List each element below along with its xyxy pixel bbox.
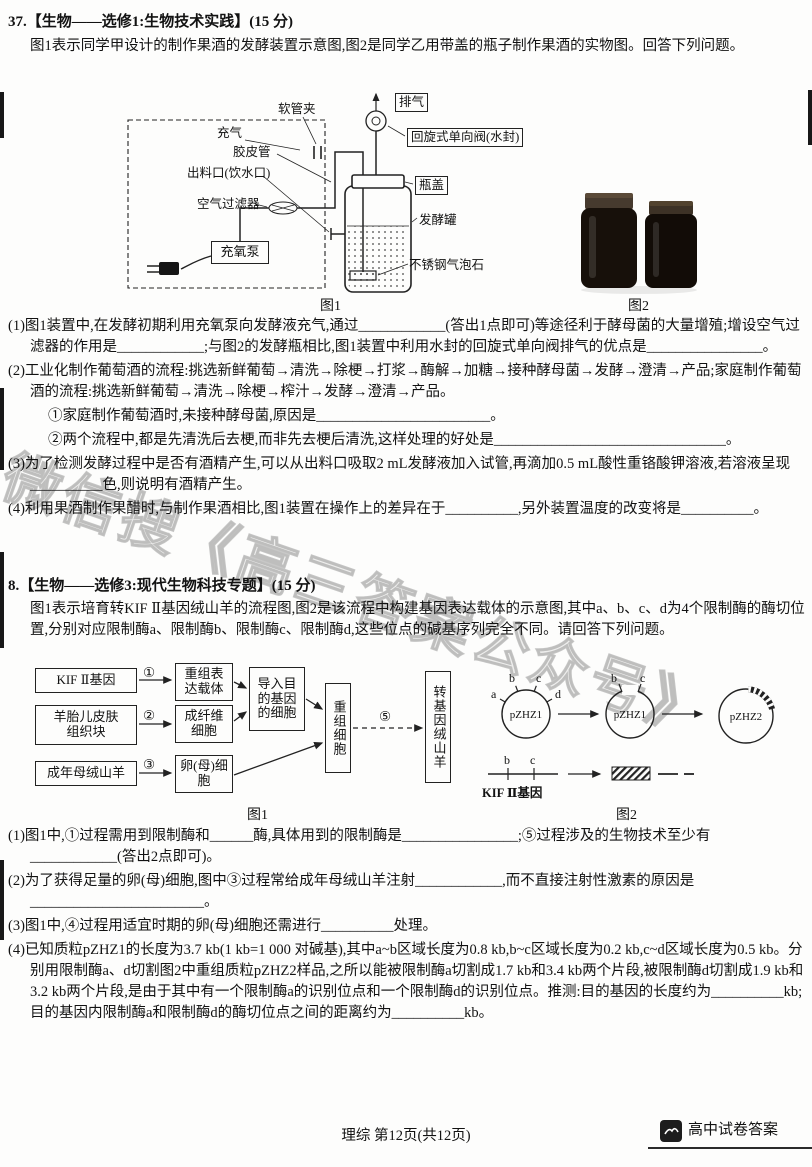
- kif-gene-label: KIF Ⅱ基因: [482, 786, 543, 800]
- q8-item-2: (2)为了获得足量的卵(母)细胞,图中③过程常给成年母绒山羊注射________…: [8, 873, 695, 911]
- plasmid-3-recombinant: pZHZ2: [718, 686, 775, 744]
- flow-box-goat-label: 成年母绒山羊: [46, 765, 125, 781]
- power-plug: [147, 255, 212, 275]
- q37-figure2-photo: [577, 180, 709, 295]
- plasmid-2-name: pZHZ1: [614, 709, 646, 721]
- footer-underline: [648, 1147, 812, 1149]
- q37-items: (1)图1装置中,在发酵初期利用充氧泵向发酵液充气,通过____________…: [8, 316, 805, 523]
- q8-figure1-caption: 图1: [247, 808, 268, 823]
- scan-artifact-left-4: [0, 860, 4, 940]
- plasmid-1-name: pZHZ1: [510, 709, 542, 721]
- label-exhaust: 排气: [395, 93, 429, 112]
- q37-figure1-caption: 图1: [320, 299, 341, 314]
- flow-box-fibroblast: 成纤维细胞: [175, 705, 233, 743]
- scan-artifact-left-1: [0, 92, 4, 138]
- footer-brand-text: 高中试卷答案: [688, 1122, 779, 1139]
- jar-right: [645, 201, 697, 288]
- air-filter-symbol: [268, 201, 298, 215]
- fermenter-bottle: [330, 174, 412, 293]
- q37-item-1: (1)图1装置中,在发酵初期利用充氧泵向发酵液充气,通过____________…: [8, 318, 800, 356]
- rotary-valve: [365, 92, 387, 175]
- flow-box-vector: 重组表达载体: [175, 663, 233, 701]
- step-5-marker: ⑤: [379, 709, 392, 724]
- q8-item-4: (4)已知质粒pZHZ1的长度为3.7 kb(1 kb=1 000 对碱基),其…: [8, 942, 804, 1022]
- jar-shadow: [581, 286, 697, 294]
- q8-figure2-caption: 图2: [616, 808, 637, 823]
- q8-figure2-plasmids: a b c d pZHZ1 b c pZHZ1 pZHZ2: [478, 652, 810, 812]
- q37-item-4: (4)利用果酒制作果醋时,与制作果酒相比,图1装置在操作上的差异在于______…: [8, 501, 769, 518]
- scan-artifact-left-3: [0, 552, 4, 648]
- cut-site-b-label: b: [611, 671, 617, 685]
- site-a-label: a: [491, 687, 497, 701]
- flow-arrow-lines: [139, 676, 424, 777]
- gene-site-c-label: c: [530, 753, 535, 767]
- q37-item-2a: ①家庭制作葡萄酒时,未接种酵母菌,原因是____________________…: [48, 408, 505, 425]
- label-outlet: 出料口(饮水口): [187, 166, 271, 180]
- dashed-enclosure: [127, 119, 326, 289]
- label-air-filter: 空气过滤器: [197, 197, 260, 211]
- oxygen-pump-box: 充氧泵: [211, 241, 269, 264]
- flow-box-introduced-cell: 导入目的基因的细胞: [249, 667, 305, 731]
- step-1-marker: ①: [143, 665, 156, 680]
- q37-header: 37.【生物——选修1:生物技术实践】(15 分): [8, 14, 293, 30]
- q8-item-3: (3)图1中,④过程用适宜时期的卵(母)细胞还需进行__________处理。: [8, 918, 437, 935]
- label-bubble-stone: 不锈钢气泡石: [409, 258, 485, 272]
- flow-box-goat: 成年母绒山羊: [35, 761, 137, 786]
- cut-fragments: [611, 766, 694, 781]
- jars-photo-drawing: [581, 193, 697, 294]
- flow-box-recombinant-cell: 重组细胞: [325, 683, 351, 773]
- flow-box-introduced-cell-label: 导入目的基因的细胞: [257, 675, 297, 721]
- label-bottle-cap: 瓶盖: [415, 176, 449, 195]
- flow-box-oocyte: 卵(母)细胞: [175, 755, 233, 793]
- flow-box-oocyte-label: 卵(母)细胞: [180, 758, 228, 788]
- flow-box-tissue-label: 羊胎儿皮肤组织块: [53, 709, 119, 739]
- plasmid-3-name: pZHZ2: [730, 711, 762, 723]
- cut-site-c-label: c: [640, 671, 645, 685]
- q8-intro: 图1表示培育转KIF Ⅱ基因绒山羊的流程图,图2是该流程中构建基因表达载体的示意…: [30, 601, 805, 639]
- flow-box-tissue: 羊胎儿皮肤组织块: [35, 705, 137, 745]
- q8-items: (1)图1中,①过程需用到限制酶和______酶,具体用到的限制酶是______…: [8, 826, 805, 1027]
- scan-artifact-right-1: [808, 90, 812, 145]
- q37-item-2b: ②两个流程中,都是先清洗后去梗,而非先去梗后清洗,这样处理的好处是_______…: [48, 432, 741, 449]
- q8-figure1-flowchart: KIF Ⅱ基因 羊胎儿皮肤组织块 成年母绒山羊 重组表达载体 成纤维细胞 卵(母…: [33, 655, 481, 805]
- plasmid-drawing: a b c d pZHZ1 b c pZHZ1 pZHZ2: [488, 671, 775, 781]
- q37-intro: 图1表示同学甲设计的制作果酒的发酵装置示意图,图2是同学乙用带盖的瓶子制作果酒的…: [30, 38, 745, 54]
- apparatus-drawing: [127, 92, 418, 293]
- page-number: 理综 第12页(共12页): [341, 1128, 471, 1144]
- plasmid-2-cut: b c pZHZ1: [605, 671, 655, 739]
- flow-box-transgenic-goat: 转基因绒山羊: [425, 671, 451, 783]
- step-2-marker: ②: [143, 708, 156, 723]
- label-fermenter-tank: 发酵罐: [419, 213, 457, 227]
- site-b-label: b: [509, 671, 515, 685]
- step-3-marker: ③: [143, 757, 156, 772]
- flow-box-fibroblast-label: 成纤维细胞: [184, 708, 224, 738]
- label-rubber-tube: 胶皮管: [233, 145, 271, 159]
- label-tube-clamp: 软管夹: [278, 102, 316, 116]
- q37-item-2: (2)工业化制作葡萄酒的流程:挑选新鲜葡萄→清洗→除梗→打浆→酶解→加糖→接种酵…: [8, 363, 802, 401]
- label-rotary-valve: 回旋式单向阀(水封): [407, 128, 524, 147]
- site-d-label: d: [555, 687, 561, 701]
- q37-figure2-caption: 图2: [628, 299, 649, 314]
- footer-brand: 高中试卷答案: [660, 1120, 778, 1142]
- linear-gene: b c: [488, 753, 558, 780]
- plasmid-1: a b c d pZHZ1: [491, 671, 561, 739]
- footer-logo-icon: [660, 1120, 682, 1142]
- flow-box-vector-label: 重组表达载体: [184, 666, 224, 696]
- q37-figure1-apparatus: 软管夹 充气 排气 回旋式单向阀(水封) 胶皮管 出料口(饮水口) 瓶盖 空气过…: [95, 86, 595, 318]
- q8-header: 8.【生物——选修3:现代生物科技专题】(15 分): [8, 578, 316, 594]
- flow-box-gene: KIF Ⅱ基因: [35, 668, 137, 693]
- scan-artifact-left-2: [0, 388, 4, 470]
- label-inflate: 充气: [217, 126, 243, 140]
- leader-lines: [244, 116, 418, 276]
- q8-item-1: (1)图1中,①过程需用到限制酶和______酶,具体用到的限制酶是______…: [8, 828, 711, 866]
- flow-box-gene-label: KIF Ⅱ基因: [56, 672, 116, 688]
- gene-site-b-label: b: [504, 753, 510, 767]
- flowchart-arrows: [139, 676, 424, 777]
- site-c-label: c: [536, 671, 541, 685]
- jar-left: [581, 193, 637, 288]
- q37-item-3: (3)为了检测发酵过程中是否有酒精产生,可以从出料口吸取2 mL发酵液加入试管,…: [8, 456, 791, 494]
